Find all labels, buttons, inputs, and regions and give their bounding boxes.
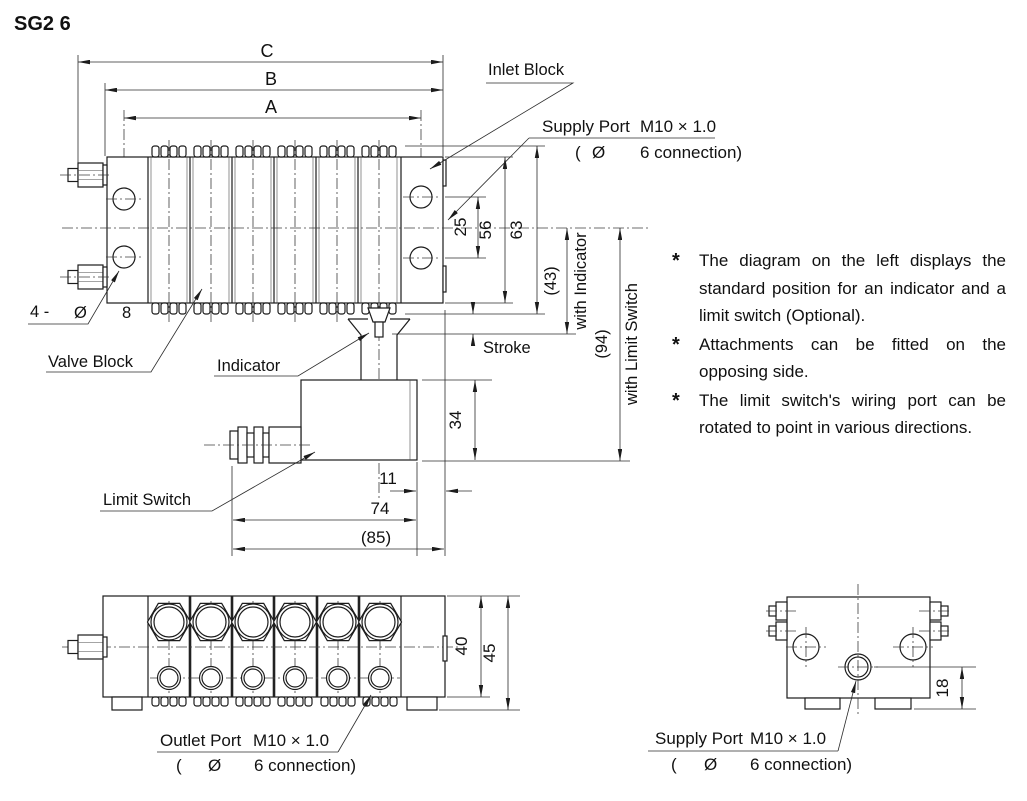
asterisk-bullet: * [672, 389, 680, 412]
dimension-34: 34 [422, 379, 492, 460]
outlet-port-name: Outlet Port [160, 731, 242, 750]
end-view: 18 Supply Port M10 × 1.0 ( Ø 6 connectio… [648, 584, 976, 774]
paren-open: ( [176, 756, 182, 775]
note-text: Attachments can be fitted on the opposin… [699, 334, 1006, 382]
dim-label-with-limit-switch: with Limit Switch [623, 283, 641, 406]
note-text: The diagram on the left displays the sta… [699, 251, 1006, 325]
limit-switch-assembly [204, 379, 418, 464]
supply-port-name: Supply Port [542, 117, 630, 136]
limit-switch-body [300, 379, 418, 461]
dim-label-43: (43) [542, 266, 560, 295]
label-supply-port-side: Supply Port M10 × 1.0 ( Ø 6 connection) [447, 117, 742, 221]
label-inlet-block: Inlet Block [429, 61, 575, 170]
dimension-18: 18 [874, 666, 976, 710]
side-bolt [67, 634, 108, 660]
label-indicator: Indicator [214, 332, 370, 377]
dimension-43-with-indicator: (43) with Indicator [392, 228, 590, 335]
dimension-stroke: Stroke [470, 302, 531, 357]
mount-tab [804, 697, 841, 710]
dim-label-56: 56 [476, 221, 495, 240]
label-supply-port-end: Supply Port M10 × 1.0 ( Ø 6 connection) [648, 680, 857, 774]
diameter-symbol: Ø [592, 143, 605, 162]
diameter-symbol: Ø [74, 304, 87, 322]
dim-label-34: 34 [446, 411, 465, 430]
manifold-body [60, 140, 648, 500]
dimension-63: 63 [405, 145, 545, 315]
dim-label-25: 25 [451, 218, 470, 237]
dim-label-94: (94) [593, 329, 611, 358]
indicator-cap [367, 307, 391, 323]
dimension-94-with-limit-switch: (94) with Limit Switch [422, 228, 641, 462]
note-item: * Attachments can be fitted on the oppos… [672, 331, 1006, 386]
limit-switch-label: Limit Switch [103, 491, 191, 509]
supply-port-name: Supply Port [655, 729, 743, 748]
mount-tab [111, 696, 143, 711]
asterisk-bullet: * [672, 333, 680, 356]
dimension-A: A [124, 97, 421, 121]
page-title: SG2 6 [14, 13, 71, 35]
notes-panel: * The diagram on the left displays the s… [672, 247, 1006, 443]
side-view: C B A [28, 41, 742, 556]
supply-port-thread: M10 × 1.0 [750, 729, 826, 748]
hole-note-qty: 4 - [30, 303, 49, 321]
supply-port-connection: 6 connection) [750, 755, 852, 774]
dim-label-40: 40 [452, 637, 471, 656]
front-view: 40 45 Outlet Port M10 × 1.0 ( Ø 6 connec… [62, 595, 520, 775]
mount-tab [406, 696, 438, 711]
dim-label-74: 74 [371, 499, 390, 518]
dim-label-45: 45 [480, 644, 499, 663]
note-item: * The limit switch's wiring port can be … [672, 387, 1006, 442]
paren-open: ( [575, 143, 581, 162]
diameter-symbol: Ø [208, 756, 221, 775]
supply-port-connection: 6 connection) [640, 143, 742, 162]
dim-label-63: 63 [507, 221, 526, 240]
dim-label-C: C [261, 41, 274, 61]
dimension-C: C [78, 41, 443, 65]
outlet-port-hole [156, 665, 182, 691]
dim-label-A: A [265, 97, 277, 117]
mount-tab [874, 697, 912, 710]
paren-open: ( [671, 755, 677, 774]
label-hole-note: 4 - Ø 8 [28, 270, 131, 325]
note-item: * The diagram on the left displays the s… [672, 247, 1006, 330]
dimension-56: 56 [445, 156, 513, 304]
indicator-label: Indicator [217, 357, 281, 375]
hole-note-size: 8 [122, 304, 131, 322]
diameter-symbol: Ø [704, 755, 717, 774]
dim-label-B: B [265, 69, 277, 89]
label-limit-switch: Limit Switch [100, 451, 316, 512]
outlet-port-thread: M10 × 1.0 [253, 731, 329, 750]
dimension-bottom-group: 11 74 (85) [231, 310, 472, 556]
supply-port-thread: M10 × 1.0 [640, 117, 716, 136]
label-outlet-port: Outlet Port M10 × 1.0 ( Ø 6 connection) [157, 694, 372, 775]
inlet-block-label: Inlet Block [488, 61, 565, 79]
indicator-pin [374, 321, 384, 338]
dim-label-with-indicator: with Indicator [572, 232, 590, 331]
note-text: The limit switch's wiring port can be ro… [699, 390, 1006, 438]
valve-block-label: Valve Block [48, 353, 134, 371]
dimension-45: 45 [439, 596, 520, 711]
indicator-assembly [347, 307, 411, 380]
outlet-port-connection: 6 connection) [254, 756, 356, 775]
dim-label-85: (85) [361, 528, 391, 547]
dim-label-18: 18 [933, 679, 952, 698]
dimension-25: 25 [445, 196, 486, 259]
label-valve-block: Valve Block [46, 288, 203, 373]
asterisk-bullet: * [672, 250, 680, 272]
dim-label-stroke: Stroke [483, 339, 531, 357]
dim-label-11: 11 [379, 469, 397, 488]
dimension-B: B [105, 69, 443, 93]
